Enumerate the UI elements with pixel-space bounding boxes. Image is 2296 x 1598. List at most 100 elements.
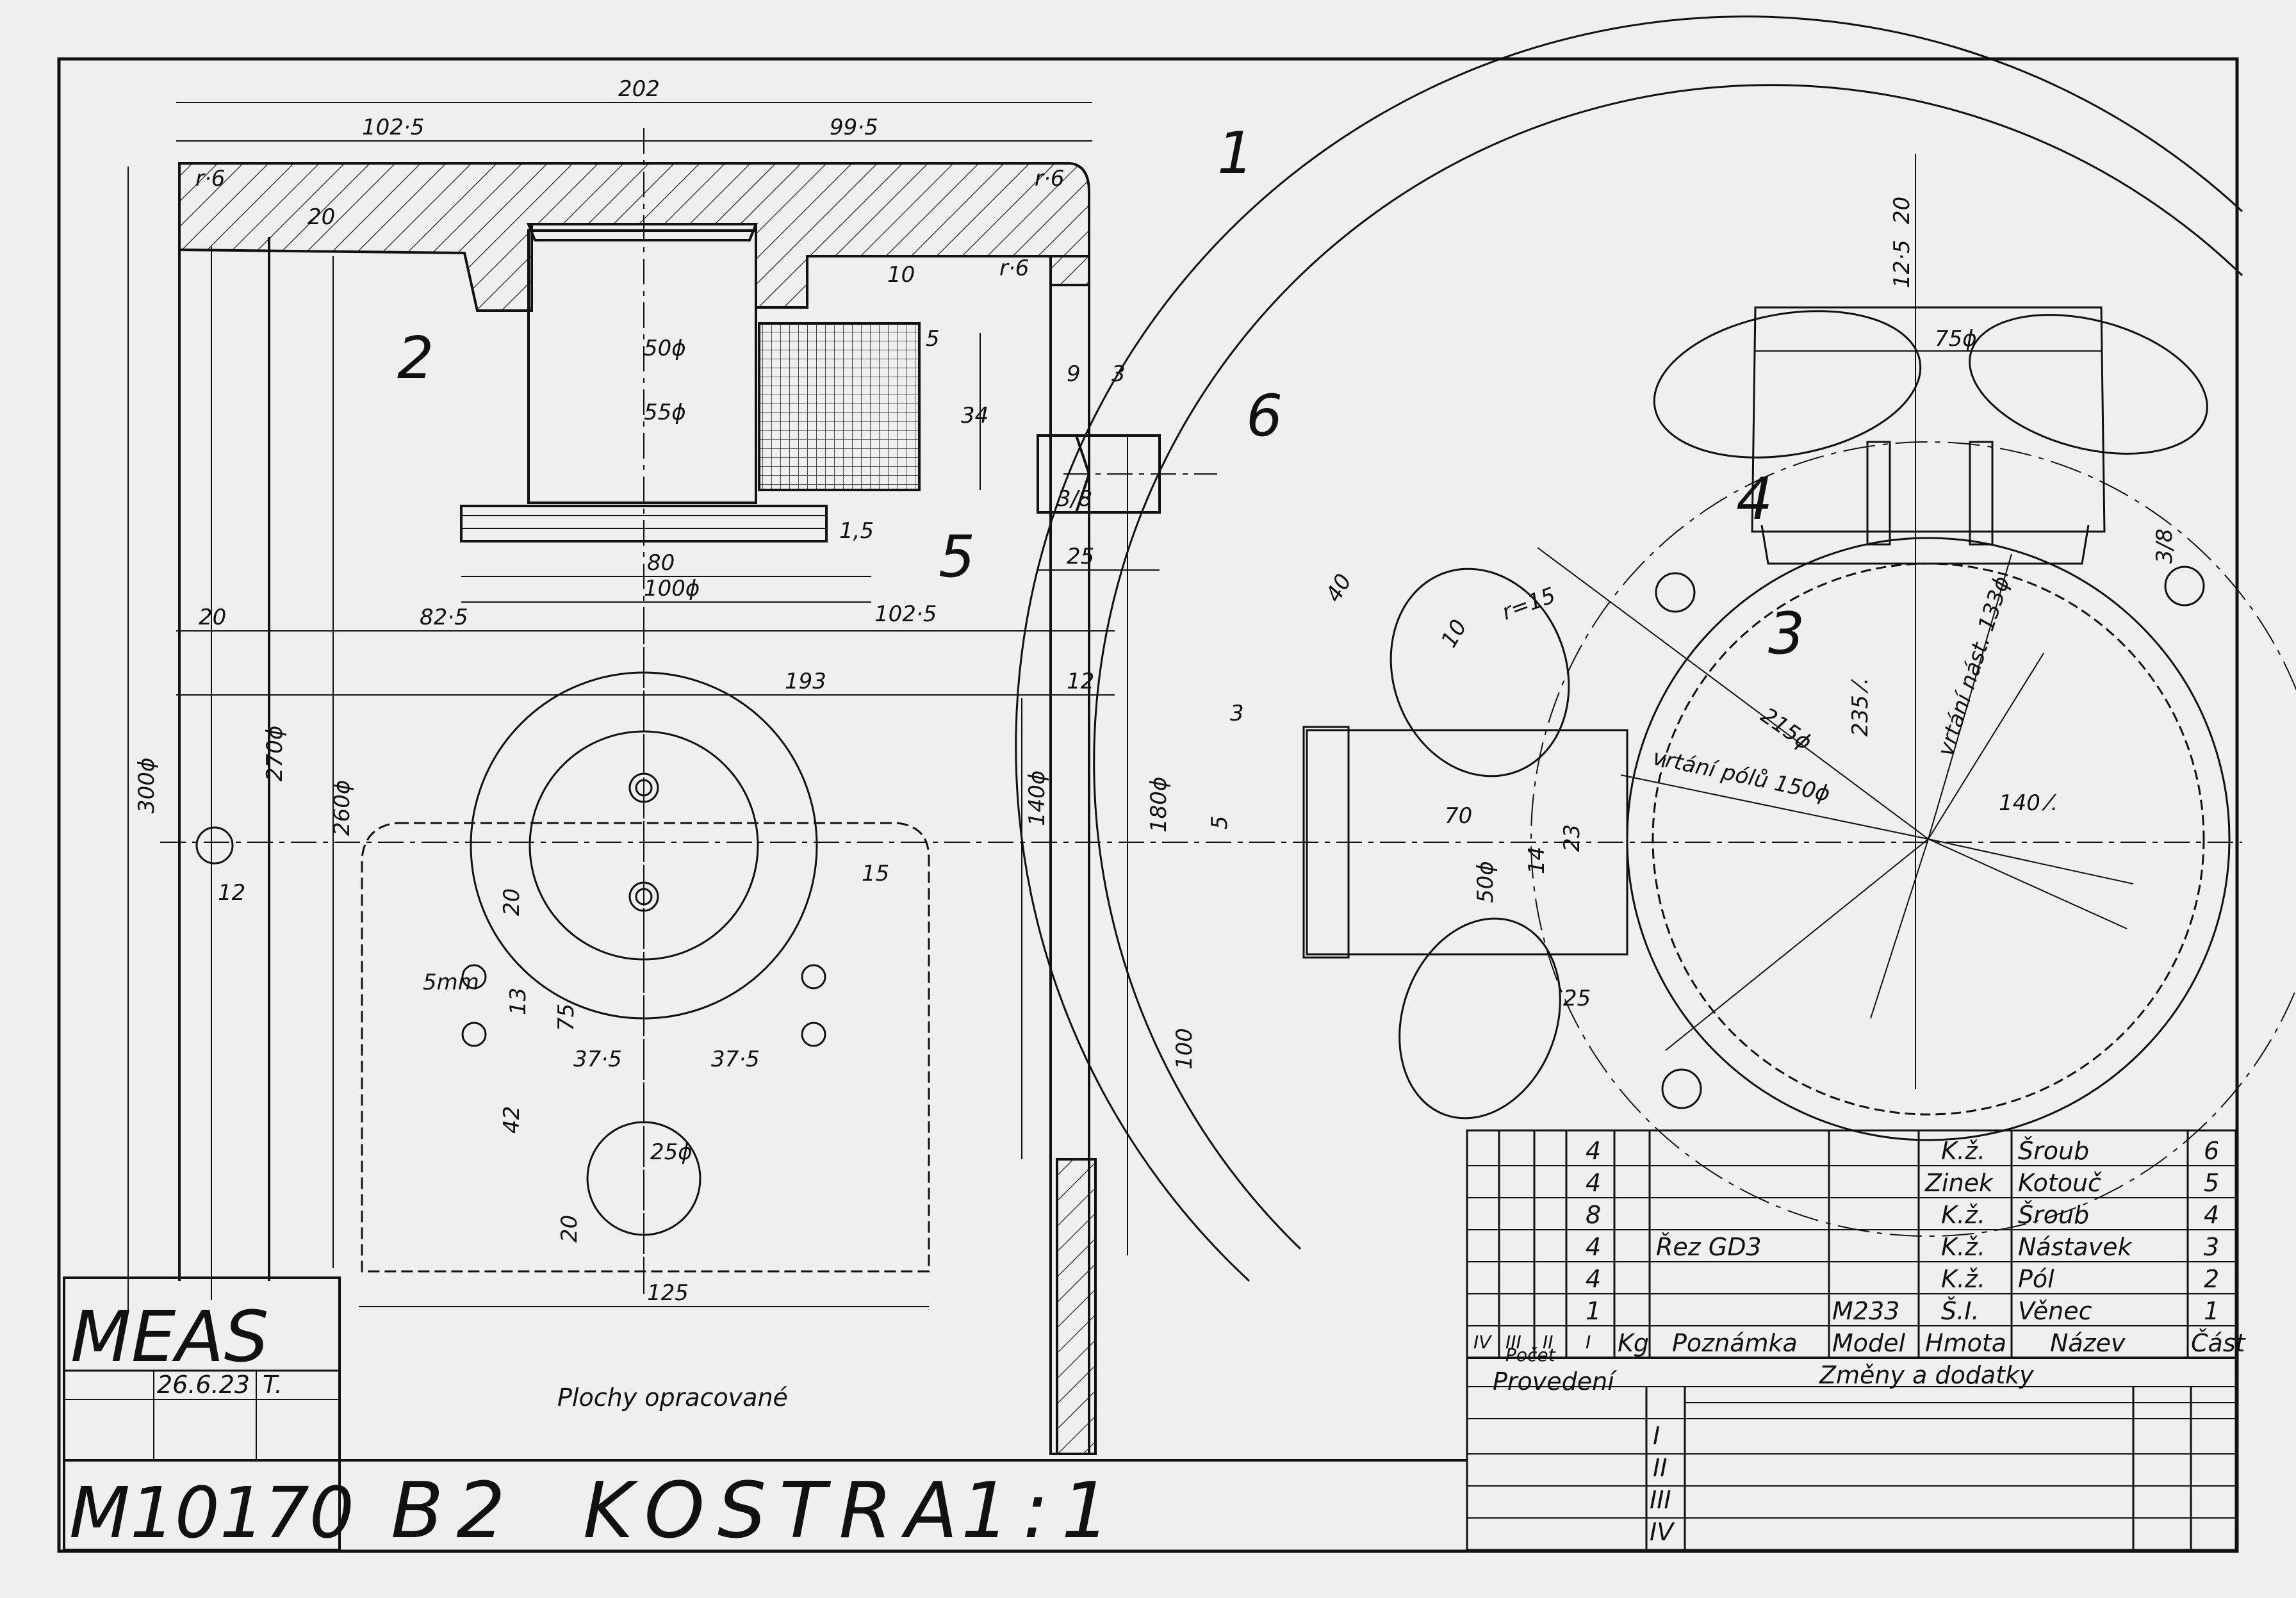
dim-300phi: 300ϕ [134,758,160,813]
dim-37-5-a: 37·5 [573,1047,622,1072]
row-3-name: Šroub [2018,1201,2089,1229]
part-number-4: 4 [1736,466,1773,533]
dim-140phi: 140ϕ [1024,770,1050,826]
row-3-part: 4 [2204,1201,2219,1229]
row-2-name: Kotouč [2018,1169,2102,1197]
company-name: MEAS [70,1296,268,1378]
dim-140: 140 ⁄. [1999,790,2058,816]
row-4-part: 3 [2204,1233,2219,1261]
dim-125: 125 [647,1280,689,1306]
dim-25: 25 [1067,544,1094,569]
roman-ii: II [1653,1454,1667,1482]
dim-235: 235 ⁄. [1848,678,1873,737]
dim-r6-c: r·6 [999,256,1029,281]
dim-20-d: 20 [557,1215,582,1243]
header-iii: III [1505,1332,1521,1353]
row-6-name: Věnec [2018,1297,2092,1325]
part-number-5: 5 [939,523,975,591]
roman-i: I [1653,1422,1660,1450]
header-poznamka: Poznámka [1672,1329,1798,1357]
roman-iv: IV [1650,1518,1675,1546]
row-1-part: 6 [2204,1137,2219,1165]
dim-80: 80 [647,550,675,576]
header-kg: Kg [1618,1329,1649,1357]
dim-14: 14 [1524,847,1550,874]
drawing-format: B2 [391,1467,518,1556]
dim-20-top: 20 [308,204,335,230]
dim-202: 202 [618,76,660,102]
header-ii: II [1543,1332,1554,1353]
dim-55phi: 55ϕ [644,400,686,425]
dim-3: 3 [1111,361,1126,387]
dim-vrtani-nast: vrtání nást. 133ϕ [1933,573,2015,759]
changes-title: Změny a dodatky [1819,1361,2034,1389]
dim-25-b: 25 [1563,986,1591,1011]
dim-25phi: 25ϕ [650,1139,693,1165]
dim-42: 42 [499,1106,525,1134]
yoke-right-wall-hatch [1056,1158,1097,1455]
dim-12-5: 12·5 [1889,240,1915,288]
row-4-count: 4 [1586,1233,1601,1261]
row-6-material: Š.I. [1941,1297,1980,1325]
dim-100phi: 100ϕ [644,576,700,601]
dim-34: 34 [961,403,988,428]
yoke-inner-arc [1093,84,2243,1250]
dim-50phi: 50ϕ [644,336,686,361]
header-nazev: Název [2050,1329,2126,1357]
row-3-material: K.ž. [1941,1201,1985,1229]
drawn-by: T. [263,1371,283,1399]
row-2-count: 4 [1586,1169,1601,1197]
header-hmota: Hmota [1925,1329,2006,1357]
dim-270phi: 270ϕ [262,726,288,781]
dim-50phi-b: 50ϕ [1473,861,1498,903]
dim-r6-b: r·6 [1035,166,1064,192]
row-5-part: 2 [2204,1265,2219,1293]
provedeni-label: Provedení [1493,1367,1618,1396]
dim-3-8-b: 3/8 [2152,528,2177,564]
row-6-model: M233 [1832,1297,1899,1325]
dim-5-b: 5 [1207,815,1233,829]
row-2-part: 5 [2204,1169,2219,1197]
part-number-6: 6 [1246,382,1283,450]
row-3-count: 8 [1586,1201,1601,1229]
row-5-name: Pól [2018,1265,2054,1293]
note-machined-surfaces: Plochy opracované [557,1383,788,1412]
dim-180phi: 180ϕ [1146,777,1172,833]
drawing-title: KOSTRA [583,1467,971,1556]
dim-40: 40 [1321,569,1357,606]
pole-core [527,229,757,504]
dim-20-left: 20 [199,605,226,630]
row-4-note: Řez GD3 [1656,1233,1762,1261]
row-1-material: K.ž. [1941,1137,1985,1165]
dim-vrtani-polu: vrtání pólů 150ϕ [1650,744,1832,807]
dim-12: 12 [1067,669,1094,694]
drawing-frame [57,57,2239,1553]
pole-winding [758,322,921,491]
dim-75phi: 75ϕ [1935,326,1977,352]
parts-list: 4 K.ž. Šroub 6 4 Zinek Kotouč 5 8 K.ž. Š… [1473,1137,2247,1546]
header-i: I [1586,1332,1591,1353]
dim-1-5: 1,5 [839,518,874,544]
row-4-name: Nástavek [2018,1233,2133,1261]
left-pole [1306,729,1628,956]
title-block [63,1276,1467,1551]
mount-hole-left [195,826,234,865]
drawing-scale: 1:1 [961,1467,1123,1556]
dim-5mm: 5mm [423,970,479,995]
yoke-section [178,162,1090,312]
dim-r6-a: r·6 [195,166,225,192]
dim-215phi: 215ϕ [1756,703,1816,756]
dim-12-b: 12 [218,880,245,906]
dim-193: 193 [785,669,826,694]
dim-70: 70 [1445,803,1472,829]
dim-102-5-top: 102·5 [362,115,424,140]
dim-3-b: 3 [1230,701,1244,726]
dim-13: 13 [505,988,531,1015]
row-5-count: 4 [1586,1265,1601,1293]
dim-9: 9 [1067,361,1081,387]
row-6-part: 1 [2204,1297,2219,1325]
dim-20-r: 20 [1889,197,1915,224]
dim-37-5-b: 37·5 [711,1047,760,1072]
row-5-material: K.ž. [1941,1265,1985,1293]
